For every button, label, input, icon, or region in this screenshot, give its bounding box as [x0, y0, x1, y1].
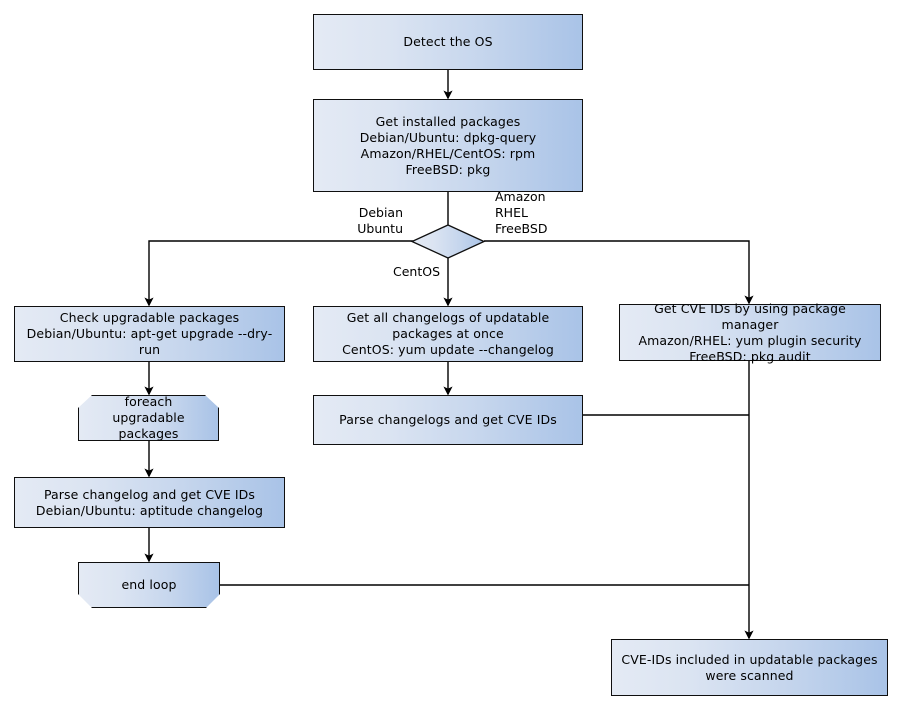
node-detect-os[interactable]: Detect the OS — [313, 14, 583, 70]
node-parse-changelogs-centos[interactable]: Parse changelogs and get CVE IDs — [313, 395, 583, 445]
node-parse-changelog-debian-label: Parse changelog and get CVE IDs Debian/U… — [35, 486, 264, 518]
node-scan-result[interactable]: CVE-IDs included in updatable packages w… — [611, 639, 888, 696]
node-check-upgradable-packages-label: Check upgradable packages Debian/Ubuntu:… — [26, 310, 273, 357]
node-get-installed-packages[interactable]: Get installed packages Debian/Ubuntu: dp… — [313, 99, 583, 192]
node-parse-changelog-debian[interactable]: Parse changelog and get CVE IDs Debian/U… — [14, 477, 285, 528]
edge-decision-to-get-cve — [484, 240, 754, 305]
node-end-loop[interactable]: end loop — [78, 562, 220, 608]
node-get-cve-ids-package-manager-label: Get CVE IDs by using package manager Ama… — [638, 300, 862, 364]
edge-label-debian-ubuntu: Debian Ubuntu — [357, 205, 403, 236]
edge-label-amazon-rhel-freebsd: Amazon RHEL FreeBSD — [495, 189, 548, 236]
node-check-upgradable-packages[interactable]: Check upgradable packages Debian/Ubuntu:… — [14, 306, 285, 362]
node-parse-changelogs-centos-label: Parse changelogs and get CVE IDs — [339, 412, 557, 427]
os-decision-diamond — [410, 224, 486, 259]
edge-label-centos: CentOS — [392, 264, 440, 279]
node-detect-os-label: Detect the OS — [403, 34, 493, 49]
node-get-installed-packages-label: Get installed packages Debian/Ubuntu: dp… — [359, 113, 537, 177]
node-get-cve-ids-package-manager[interactable]: Get CVE IDs by using package manager Ama… — [619, 301, 881, 364]
node-end-loop-label: end loop — [121, 577, 177, 592]
node-foreach-loop-start[interactable]: foreach upgradable packages — [78, 395, 219, 441]
edge-decision-to-check-upgradable — [144, 240, 413, 307]
node-get-all-changelogs[interactable]: Get all changelogs of updatable packages… — [313, 306, 583, 362]
node-get-all-changelogs-label: Get all changelogs of updatable packages… — [342, 310, 554, 357]
node-scan-result-label: CVE-IDs included in updatable packages w… — [621, 651, 878, 683]
node-foreach-loop-start-label: foreach upgradable packages — [112, 394, 185, 441]
